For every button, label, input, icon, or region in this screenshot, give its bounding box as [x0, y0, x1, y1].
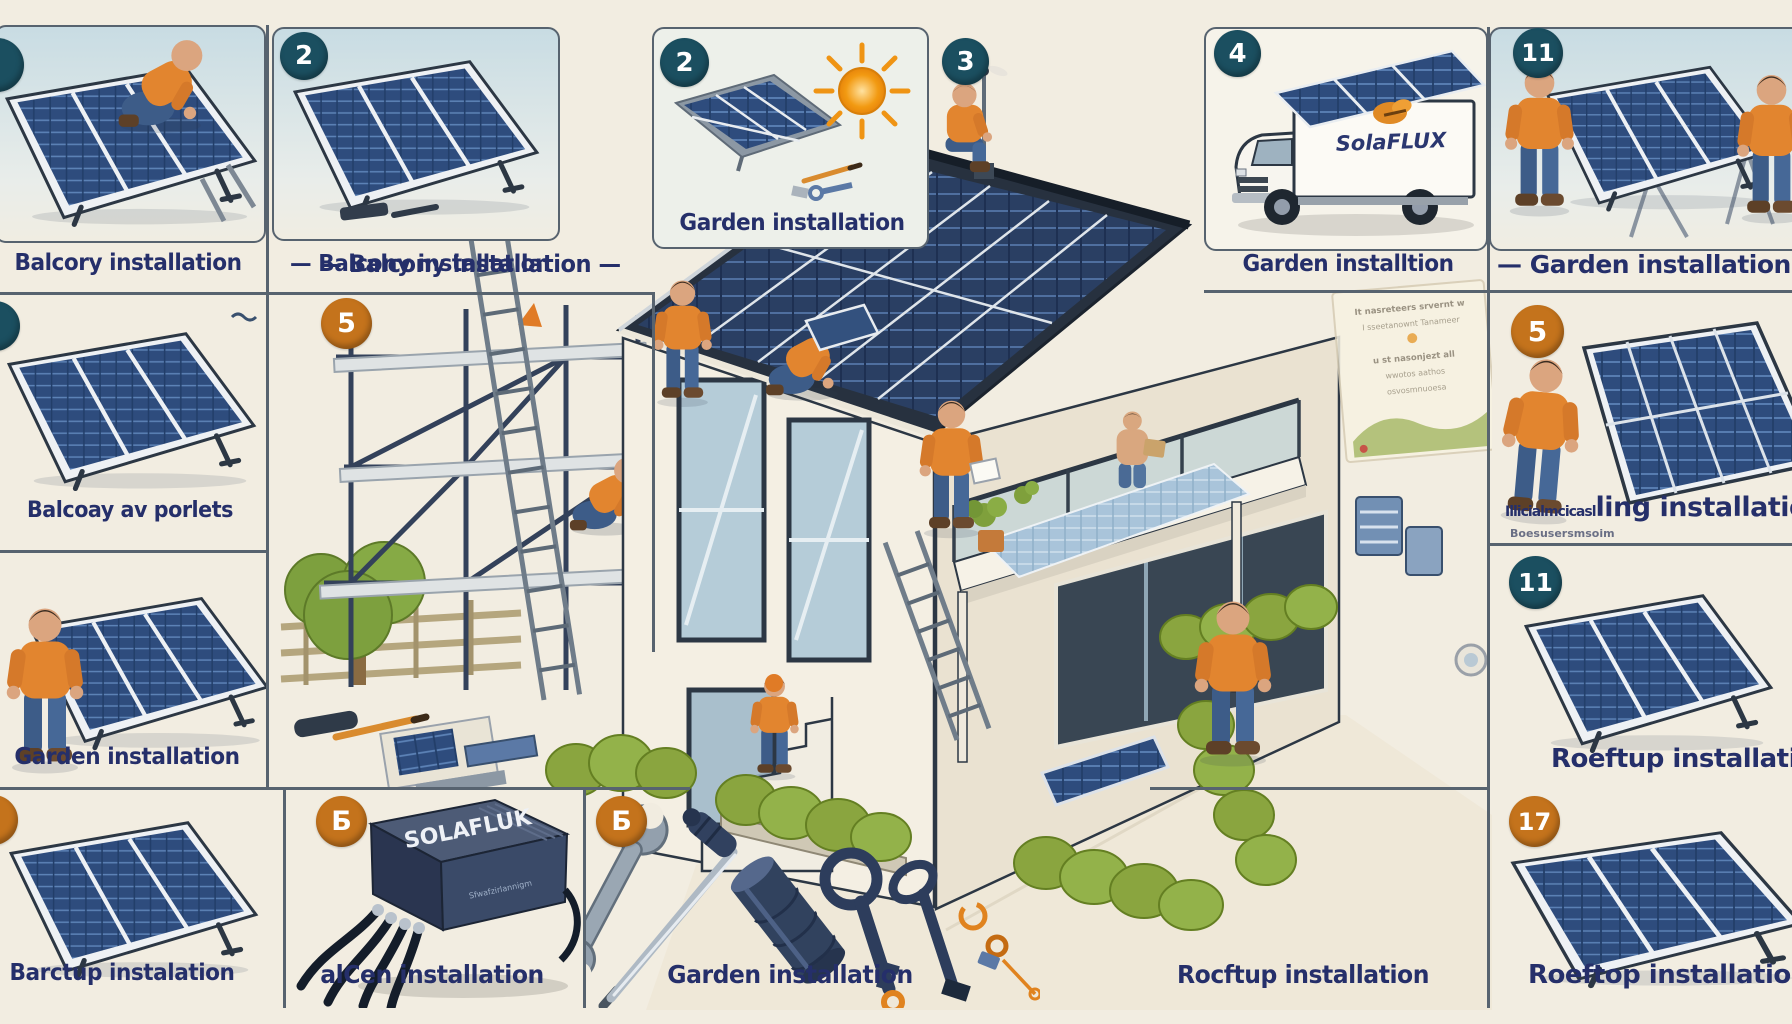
caption-garden-left: Garden installation	[14, 744, 240, 770]
divider	[652, 292, 655, 652]
svg-text:SolaFLUX: SolaFLUX	[1335, 128, 1448, 156]
garden-props	[1039, 496, 1488, 807]
hard-hat	[765, 674, 783, 692]
badge-step-6b: Б	[596, 796, 647, 847]
house-installation-scene: It nasreteers srvernt w I sseetanownt Ta…	[280, 63, 1492, 1010]
caption-rooftop-right: Roeftup installation	[1551, 744, 1792, 774]
badge-step-11: 11	[1513, 28, 1563, 78]
ground-tools	[294, 710, 539, 798]
divider	[0, 787, 690, 790]
balcony-deck-panel	[982, 462, 1251, 579]
clipboard	[969, 457, 1001, 485]
panel-step5-install	[1489, 293, 1792, 543]
panel-step1-balcony	[0, 25, 266, 243]
caption-garden-truck: Garden installtion	[1242, 251, 1454, 277]
divider	[1487, 543, 1792, 546]
caption-rooftop-left: Barctup instalation	[9, 960, 235, 986]
badge-step-6: Б	[316, 796, 367, 847]
panel-step2-garden	[652, 27, 929, 249]
divider	[0, 292, 655, 295]
divider	[0, 550, 266, 553]
divider	[266, 25, 269, 788]
caption-balcony-1: Balcory installation	[14, 250, 242, 276]
caption-garden-tools: Garden installation	[667, 960, 913, 989]
badge-step-4: 4	[1214, 30, 1261, 77]
key-icon	[819, 847, 905, 1008]
badge-step-5: 5	[321, 298, 372, 349]
badge-partial	[0, 795, 18, 845]
carried-panel	[804, 303, 880, 352]
roller-icon	[730, 856, 846, 984]
caption-rooftop-bottom-right: Roeftop installation	[1528, 960, 1792, 990]
divider	[283, 790, 286, 1008]
sun-icon	[813, 42, 911, 140]
caption-garden-right: — Garden installation	[1497, 250, 1791, 279]
badge-step-2b: 2	[660, 38, 709, 87]
ladder-left	[468, 229, 583, 701]
caption-balcony-2: — Balcony installation	[290, 251, 550, 277]
badge-step-5b: 5	[1511, 305, 1564, 358]
balcony-worker-2	[1116, 411, 1166, 489]
caption-garbled-prefix: Illicialmcicasl	[1505, 504, 1597, 520]
divider	[1487, 27, 1490, 1008]
badge-step-11b: 11	[1509, 556, 1562, 609]
panel-balcony-porlets	[0, 295, 266, 550]
caption-inverter: alCen installation	[320, 960, 544, 989]
badge-step-2: 2	[280, 32, 328, 80]
key-icon-2	[888, 859, 971, 1002]
solaflux-inverter: SOLAFLUK Sfwafzirlannigm	[296, 798, 581, 1008]
caption-garbled-subline: Boesusersmsoim	[1510, 527, 1615, 540]
divider	[1150, 787, 1490, 790]
caption-garden-top: Garden installation	[679, 210, 905, 236]
caption-balcony-scaffold: — Balcony installation —	[319, 250, 621, 278]
badge-step-17: 17	[1509, 796, 1560, 847]
ladder-balcony	[882, 530, 992, 741]
badge-step-3: 3	[942, 38, 989, 85]
hedges	[545, 584, 1338, 931]
badge-partial	[0, 301, 20, 351]
panel-tools	[583, 790, 1040, 1008]
caption-install-right: Illicialmcicaslling installation	[1505, 492, 1792, 523]
caption-rooftop-center: Rocftup installation	[1177, 960, 1429, 989]
caption-balcony-porlets: Balcoay av porlets	[27, 498, 233, 523]
divider	[1204, 290, 1792, 293]
screwdriver-icon	[598, 808, 738, 1008]
divider	[583, 790, 586, 1008]
solaflux-truck: SolaFLUX	[1232, 49, 1486, 236]
caption-install-main: ling installation	[1595, 492, 1792, 523]
faded-sign: It nasreteers srvernt w I sseetanownt Ta…	[1331, 279, 1492, 464]
clips-icon	[958, 901, 1040, 1001]
